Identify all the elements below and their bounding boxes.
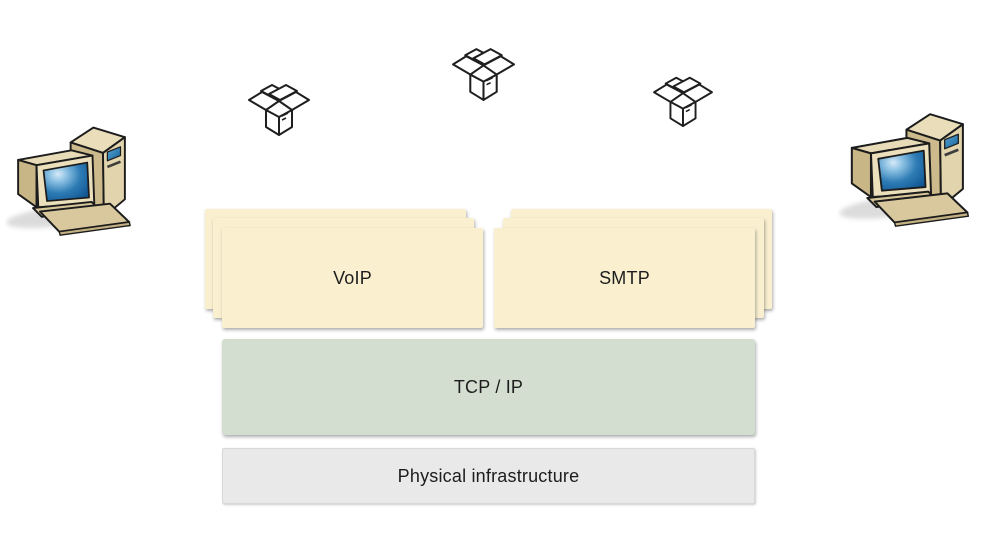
smtp-label: SMTP [599,267,650,288]
smtp-card: SMTP [494,228,755,328]
open-package-icon-middle [451,42,516,101]
open-package-icon-left [247,78,311,136]
open-package-icon-right [652,71,714,127]
computer-icon-right [838,96,984,228]
voip-card: VoIP [222,228,483,328]
physical-infrastructure-label: Physical infrastructure [397,465,580,486]
physical-infrastructure-layer-box: Physical infrastructure [222,448,755,504]
tcp-ip-layer-box: TCP / IP [222,339,755,435]
tcp-ip-label: TCP / IP [453,376,524,397]
computer-icon-left [5,110,145,237]
voip-label: VoIP [333,267,372,288]
